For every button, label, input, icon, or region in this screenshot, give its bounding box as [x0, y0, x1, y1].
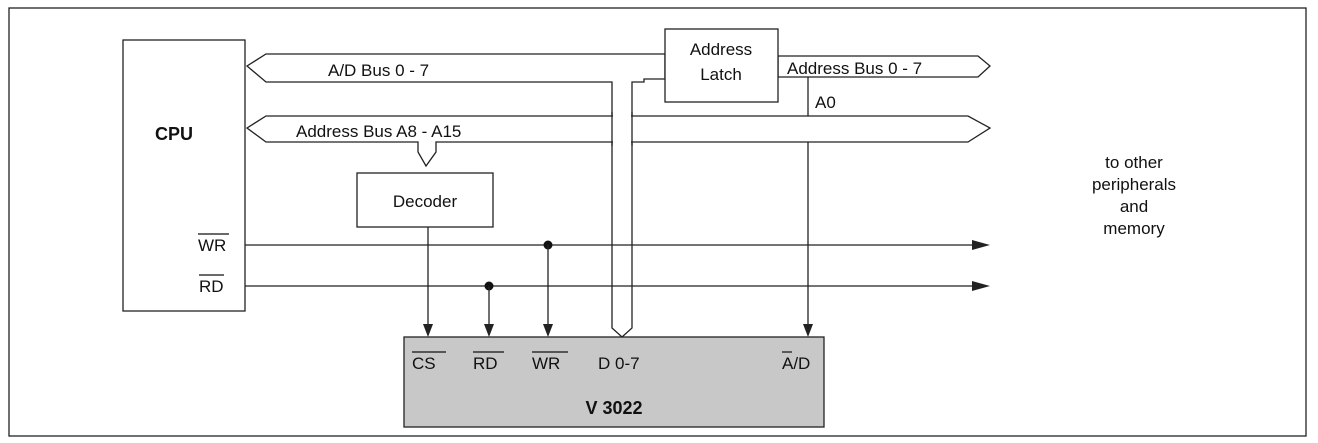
- note-line-3: and: [1120, 197, 1148, 216]
- a0-arrowhead: [803, 324, 813, 337]
- cpu-label: CPU: [155, 124, 193, 144]
- decoder-box: [356, 172, 494, 228]
- note-line-1: to other: [1105, 153, 1163, 172]
- wr-tap-arrowhead: [543, 324, 553, 337]
- address-latch-label-2: Latch: [700, 65, 742, 84]
- decoder-label: Decoder: [393, 192, 458, 211]
- diagram-frame: [8, 7, 1307, 437]
- cs-arrowhead: [423, 324, 433, 337]
- address-bus-low-label: Address Bus 0 - 7: [787, 59, 922, 78]
- chip-name: V 3022: [585, 398, 642, 418]
- note-line-4: memory: [1103, 219, 1165, 238]
- note-line-2: peripherals: [1092, 175, 1176, 194]
- rd-label: RD: [199, 277, 224, 296]
- pin-wr-label: WR: [532, 354, 560, 373]
- pin-data-label: D 0-7: [598, 354, 640, 373]
- rd-tap-arrowhead: [484, 324, 494, 337]
- wr-label: WR: [198, 236, 226, 255]
- rd-arrowhead: [972, 281, 990, 291]
- pin-cs-label: CS: [412, 354, 436, 373]
- address-latch-box: [664, 28, 779, 103]
- ad-bus-label: A/D Bus 0 - 7: [328, 61, 429, 80]
- a0-label: A0: [815, 93, 836, 112]
- pin-ad-label: A/D: [782, 354, 810, 373]
- bus-crossing-mask: [613, 115, 631, 143]
- address-latch-label-1: Address: [690, 40, 752, 59]
- pin-rd-label: RD: [473, 354, 498, 373]
- wr-arrowhead: [972, 240, 990, 250]
- cpu-box: [122, 39, 246, 312]
- address-bus-high-label: Address Bus A8 - A15: [296, 122, 461, 141]
